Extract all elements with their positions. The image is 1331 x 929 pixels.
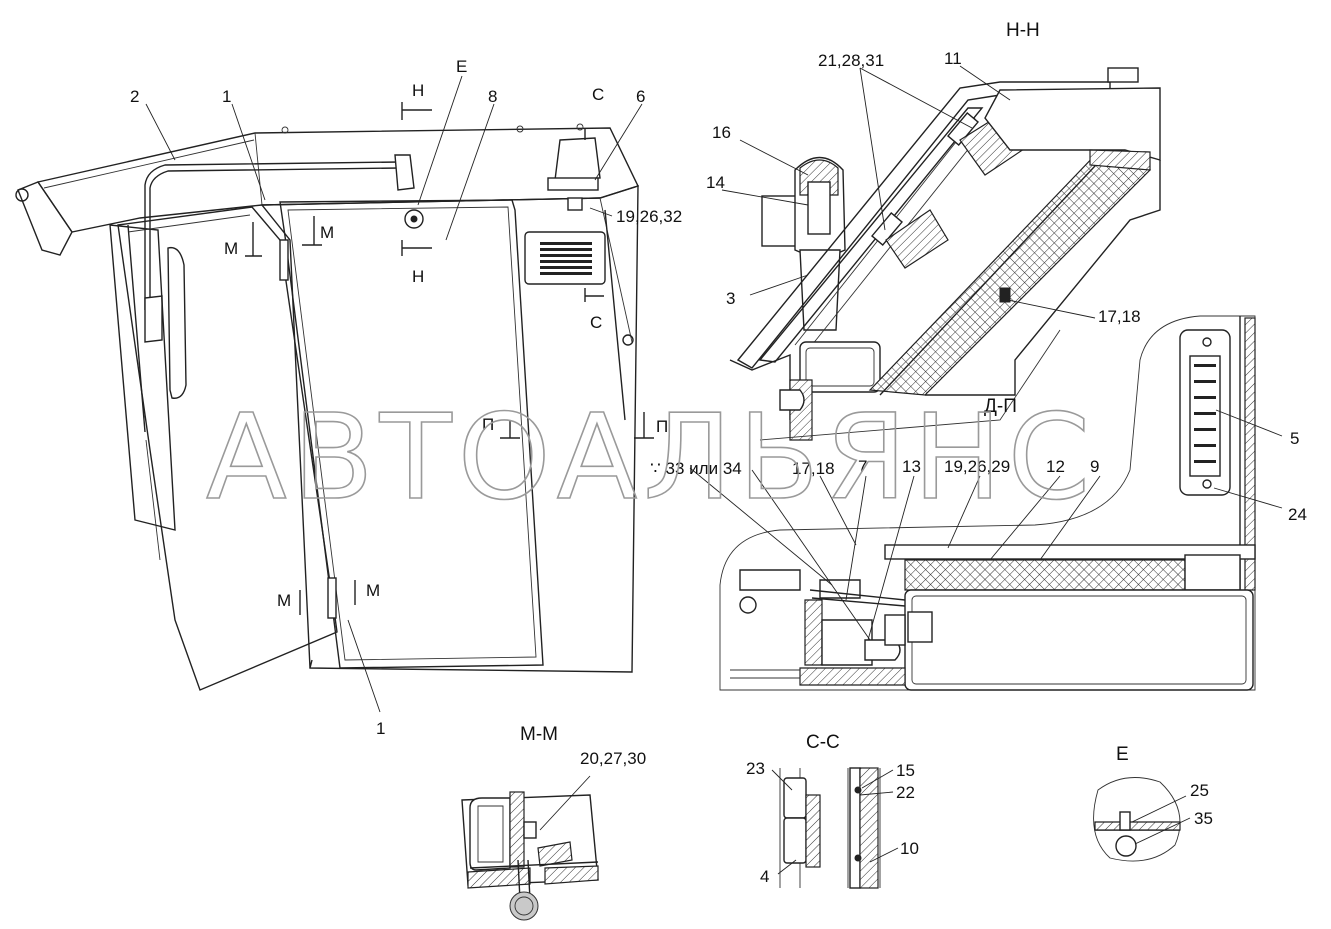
section-mark-m-3: М bbox=[277, 591, 291, 610]
callout-25: 25 bbox=[1190, 781, 1209, 800]
callout-9: 9 bbox=[1090, 457, 1099, 476]
callout-21-28-31: 21,28,31 bbox=[818, 51, 884, 70]
main-view-callouts: 2 1 Н Е 8 С 6 19,26,32 М М Н С П П М М 1 bbox=[130, 57, 682, 738]
callout-16: 16 bbox=[712, 123, 731, 142]
section-e-view: Е 25 35 bbox=[1093, 744, 1213, 862]
callout-1-bottom: 1 bbox=[376, 719, 385, 738]
section-pp-view: Д-П bbox=[650, 315, 1307, 691]
callout-17-18-bottom: 17,18 bbox=[792, 459, 835, 478]
callout-19-26-29: 19,26,29 bbox=[944, 457, 1010, 476]
callout-4: 4 bbox=[760, 867, 769, 886]
vent-slots bbox=[1194, 364, 1216, 463]
callout-20-27-30: 20,27,30 bbox=[580, 749, 646, 768]
section-mark-m-4: М bbox=[366, 581, 380, 600]
callout-1-top: 1 bbox=[222, 87, 231, 106]
callout-6: 6 bbox=[636, 87, 645, 106]
section-cc-view: С-С 23 15 22 10 4 bbox=[746, 732, 919, 889]
callout-33-or-34: ∵ 33 или 34 bbox=[650, 459, 742, 478]
section-mm-title: М-М bbox=[520, 724, 558, 745]
section-mark-c-bottom: С bbox=[590, 313, 602, 332]
section-mark-p-1: П bbox=[482, 415, 494, 434]
vent-grille-slats bbox=[540, 242, 592, 275]
callout-5: 5 bbox=[1290, 429, 1299, 448]
section-nn-view: Н-Н bbox=[706, 20, 1161, 441]
callout-17-18-top: 17,18 bbox=[1098, 307, 1141, 326]
section-e-title: Е bbox=[1116, 744, 1129, 765]
section-mark-m-2: М bbox=[320, 223, 334, 242]
callout-7: 7 bbox=[858, 457, 867, 476]
section-nn-title: Н-Н bbox=[1006, 20, 1040, 41]
callout-11: 11 bbox=[944, 49, 962, 68]
callout-22: 22 bbox=[896, 783, 915, 802]
callout-23: 23 bbox=[746, 759, 765, 778]
section-mark-m-1: М bbox=[224, 239, 238, 258]
callout-35: 35 bbox=[1194, 809, 1213, 828]
callout-14: 14 bbox=[706, 173, 725, 192]
callout-8: 8 bbox=[488, 87, 497, 106]
section-mm-view: М-М 20,27,30 bbox=[461, 724, 646, 921]
section-mark-c-top: С bbox=[592, 85, 604, 104]
cab-main-view bbox=[15, 102, 654, 691]
callout-24: 24 bbox=[1288, 505, 1307, 524]
callout-15: 15 bbox=[896, 761, 915, 780]
callout-10: 10 bbox=[900, 839, 919, 858]
watermark-text: АВТОАЛЬЯНС bbox=[206, 388, 1096, 526]
section-mark-h-bottom: Н bbox=[412, 267, 424, 286]
callout-12: 12 bbox=[1046, 457, 1065, 476]
section-mark-h-top: Н bbox=[412, 81, 424, 100]
callout-2: 2 bbox=[130, 87, 139, 106]
callout-13: 13 bbox=[902, 457, 921, 476]
callout-e: Е bbox=[456, 57, 467, 76]
section-pp-title: Д-П bbox=[984, 396, 1017, 417]
callout-19-26-32: 19,26,32 bbox=[616, 207, 682, 226]
section-cc-title: С-С bbox=[806, 732, 840, 753]
callout-3: 3 bbox=[726, 289, 735, 308]
section-mark-p-2: П bbox=[656, 417, 668, 436]
